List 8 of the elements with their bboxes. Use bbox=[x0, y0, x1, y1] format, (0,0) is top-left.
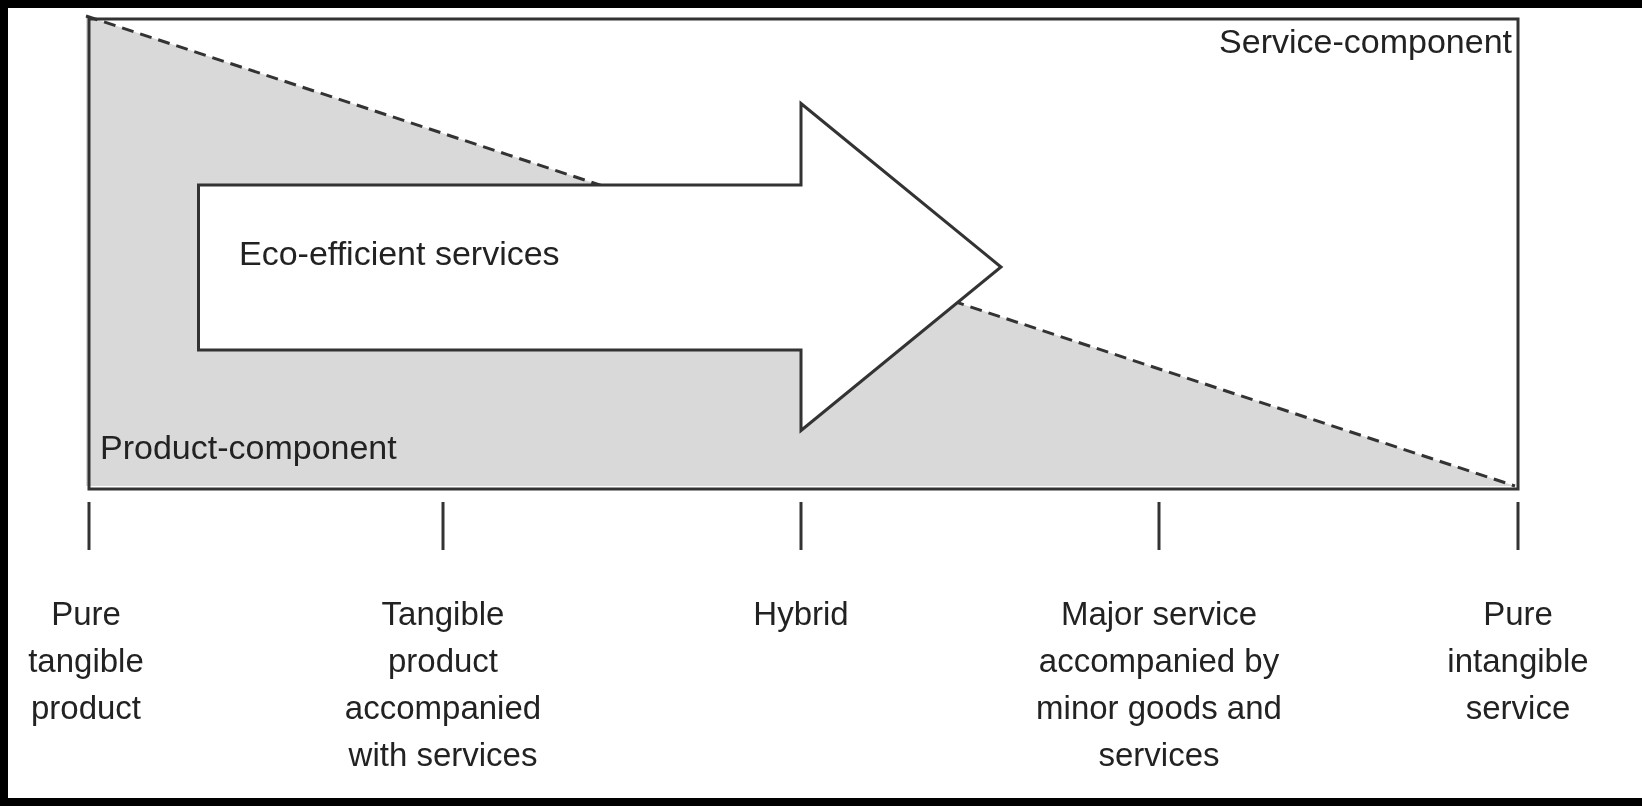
scale-label: Hybrid bbox=[752, 594, 850, 634]
component-label: Service-component bbox=[1219, 21, 1512, 61]
arrow-label: Eco-efficient services bbox=[239, 233, 560, 273]
scale-label: Pure tangible product bbox=[27, 594, 145, 728]
scale-label: Pure intangible service bbox=[1446, 594, 1590, 728]
scale-label: Tangible product accompanied with services bbox=[343, 594, 543, 775]
component-label: Product-component bbox=[100, 427, 397, 467]
scale-label: Major service accompanied by minor goods and services bbox=[1035, 594, 1283, 775]
